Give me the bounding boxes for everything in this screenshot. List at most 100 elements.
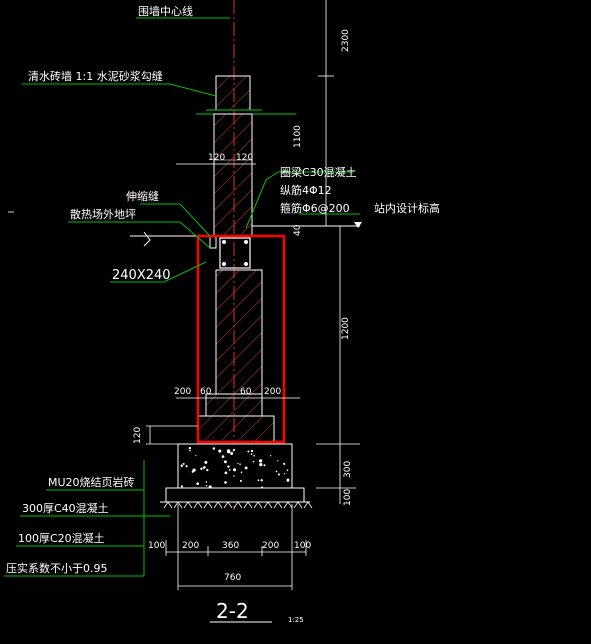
ground-mark: [233, 501, 243, 509]
concrete-speck: [250, 449, 254, 453]
ground-mark: [213, 501, 223, 509]
concrete-speck: [223, 460, 227, 464]
ground-mark: [263, 501, 273, 509]
concrete-speck: [180, 485, 184, 488]
concrete-speck: [277, 460, 279, 462]
label-beam-size: 240X240: [112, 268, 171, 283]
lower-wall: [197, 269, 275, 443]
label-outer-floor: 散热场外地坪: [70, 207, 136, 221]
dim-b200b: 200: [262, 541, 279, 551]
ground-mark: [203, 501, 213, 509]
ground-mark: [253, 501, 263, 509]
concrete-speck: [240, 471, 243, 474]
concrete-speck: [263, 464, 266, 467]
ground-mark: [193, 501, 203, 509]
dim-b360: 360: [222, 541, 239, 551]
dim-120-left: 120: [133, 427, 143, 444]
concrete-speck: [253, 454, 255, 457]
concrete-footing: [165, 443, 305, 503]
dim-w120b: 120: [236, 153, 253, 163]
concrete-speck: [200, 467, 203, 471]
concrete-speck: [270, 455, 272, 457]
dim-300: 300: [343, 461, 353, 478]
concrete-speck: [180, 464, 184, 467]
label-compaction: 压实系数不小于0.95: [6, 561, 108, 575]
concrete-speck: [205, 481, 208, 483]
concrete-speck: [205, 484, 208, 487]
dim-s60b: 60: [240, 387, 252, 397]
concrete-speck: [185, 465, 188, 468]
section-title: 2-2: [216, 599, 249, 623]
ground-mark: [173, 501, 183, 509]
concrete-speck: [226, 449, 231, 453]
dim-top: 2300: [341, 29, 351, 52]
label-ring-beam: 圈梁C30混凝土: [280, 165, 357, 179]
dim-100-right: 100: [343, 489, 353, 506]
dim-b200a: 200: [182, 541, 199, 551]
ground-mark: [303, 501, 313, 509]
concrete-speck: [260, 479, 263, 482]
ground-mark: [243, 501, 253, 509]
label-c40: 300厚C40混凝土: [22, 501, 109, 515]
dim-s200a: 200: [174, 387, 191, 397]
dim-1100: 1100: [293, 125, 303, 148]
label-brick-footing: MU20烧结页岩砖: [48, 475, 135, 489]
concrete-speck: [230, 452, 234, 455]
concrete-speck: [206, 468, 209, 472]
leaders: [4, 17, 360, 577]
concrete-speck: [237, 462, 239, 464]
concrete-speck: [195, 454, 197, 457]
dim-w120a: 120: [208, 153, 225, 163]
concrete-speck: [182, 462, 185, 465]
concrete-speck: [189, 449, 191, 452]
dim-total: 760: [224, 573, 241, 583]
label-c20: 100厚C20混凝土: [18, 531, 105, 545]
label-inside-grade: 站内设计标高: [374, 201, 440, 215]
concrete-speck: [227, 465, 230, 468]
dim-40: 40: [293, 224, 303, 236]
ground-mark: [273, 501, 283, 509]
concrete-speck: [221, 455, 225, 458]
label-cap: 清水砖墙 1:1 水泥砂浆勾缝: [28, 69, 163, 83]
concrete-speck: [244, 466, 248, 470]
concrete-speck: [232, 449, 235, 452]
concrete-speck: [258, 459, 263, 463]
concrete-speck: [191, 470, 194, 473]
label-long-bars: 纵筋4Φ12: [280, 183, 332, 197]
dimension-lines: [8, 0, 360, 590]
concrete-speck: [257, 479, 260, 482]
wall-cap: [215, 75, 251, 111]
concrete-speck: [286, 478, 290, 482]
ring-beam: [219, 237, 251, 269]
highlight-box: [196, 234, 286, 444]
label-stirrups: 箍筋Φ6@200: [280, 201, 350, 215]
dim-s60a: 60: [200, 387, 212, 397]
dim-1200: 1200: [341, 317, 351, 340]
label-wall-centerline: 围墙中心线: [138, 4, 193, 18]
concrete-speck: [188, 446, 192, 450]
concrete-speck: [224, 471, 228, 475]
concrete-speck: [250, 453, 253, 455]
dim-s200b: 200: [264, 387, 281, 397]
concrete-speck: [239, 479, 242, 482]
dim-b100a: 100: [148, 541, 165, 551]
concrete-speck: [252, 460, 255, 463]
wall-body: [213, 113, 253, 237]
concrete-speck: [204, 460, 208, 464]
concrete-speck: [287, 480, 289, 483]
concrete-speck: [286, 469, 289, 472]
scale-label: 1:25: [288, 616, 304, 624]
label-expansion-joint: 伸缩缝: [126, 189, 159, 203]
concrete-speck: [283, 473, 286, 475]
concrete-speck: [196, 482, 200, 486]
concrete-speck: [202, 466, 206, 469]
concrete-speck: [212, 447, 216, 450]
concrete-speck: [228, 468, 231, 471]
dim-b100b: 100: [294, 541, 311, 551]
concrete-speck: [259, 462, 263, 467]
concrete-speck: [218, 449, 222, 453]
concrete-speck: [283, 462, 286, 465]
ground-mark: [223, 501, 233, 509]
concrete-speck: [247, 450, 250, 453]
